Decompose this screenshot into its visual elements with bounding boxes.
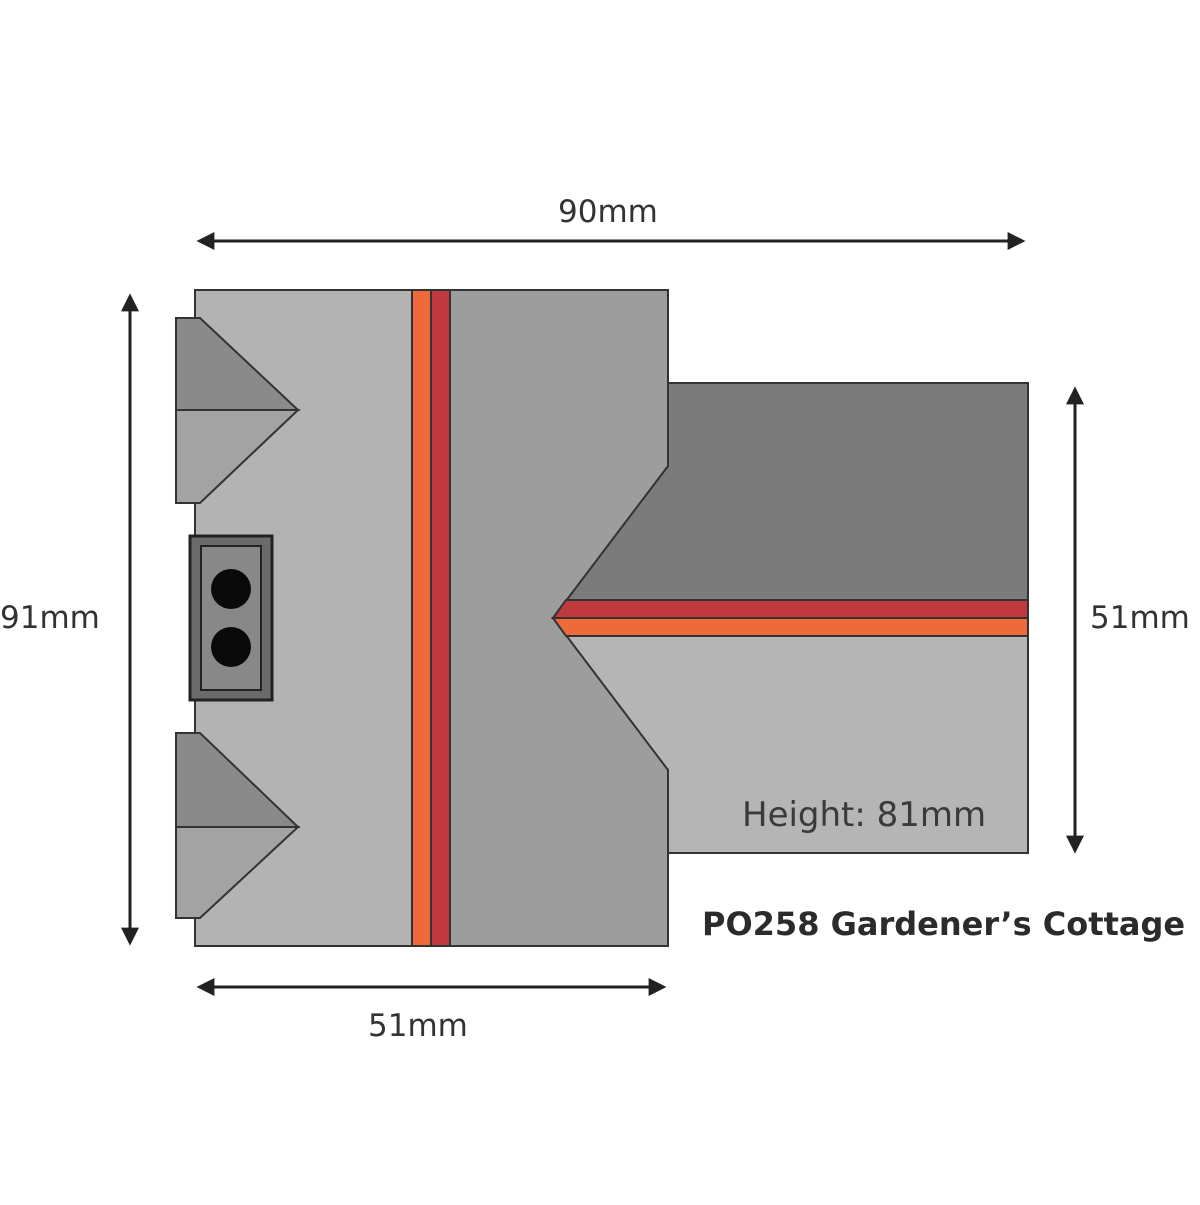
wing-depth-label: 51mm [1090,600,1190,636]
main-ridge [411,289,451,947]
wing-ridge [551,599,1029,637]
lower-dormer [175,732,301,919]
upper-dormer [175,317,301,504]
chimney-pot-bottom [211,627,251,667]
total-depth-label: 91mm [0,600,100,636]
height-label: Height: 81mm [742,795,987,835]
chimney [188,534,274,702]
main-width-label: 51mm [368,1008,468,1044]
total-width-label: 90mm [558,194,658,230]
product-title: PO258 Gardener’s Cottage [702,905,1186,943]
chimney-pot-top [211,569,251,609]
